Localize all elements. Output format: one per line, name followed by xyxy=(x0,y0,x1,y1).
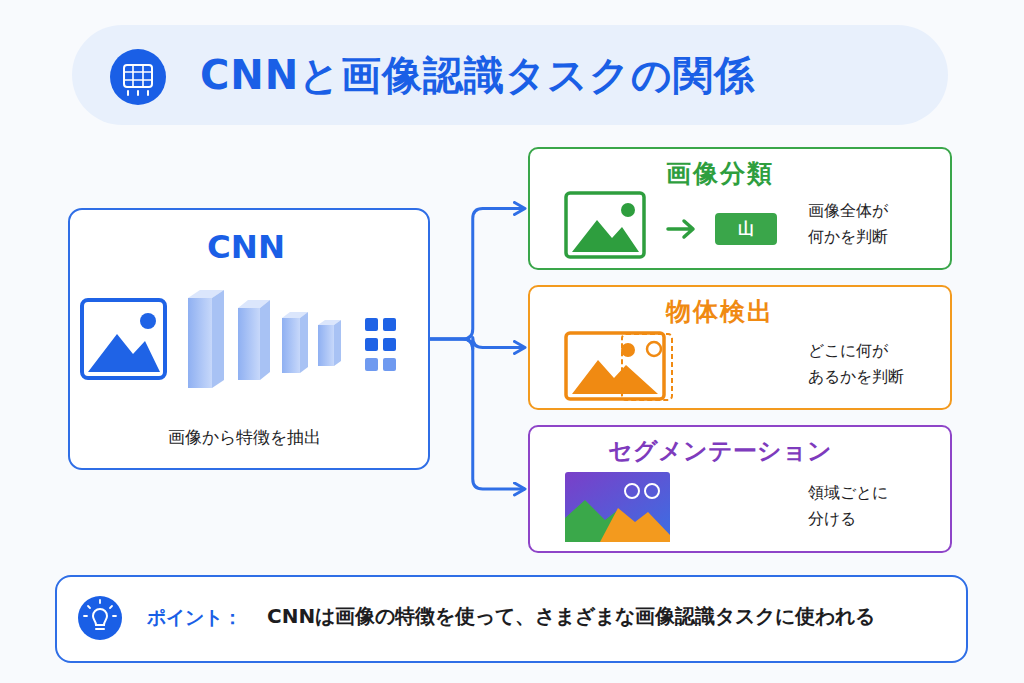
cnn-layers xyxy=(188,290,341,388)
node-text: CNNは画像の特徴を使って、さまざまな画像認識タスクに使われる xyxy=(267,603,875,630)
node-text: 領域ごとに 分ける xyxy=(808,481,938,532)
task-box: 物体検出どこに何が あるかを判断 xyxy=(528,285,952,410)
classification-icon xyxy=(566,193,693,257)
task-box: 画像分類画像全体が 何かを判断 山 xyxy=(528,147,952,270)
branch-arrow xyxy=(430,209,525,340)
segmentation-icon xyxy=(565,472,670,542)
title: CNNと画像認識タスクの関係 xyxy=(200,48,755,102)
node-heading: 山 xyxy=(717,218,775,240)
node-heading: 物体検出 xyxy=(530,295,910,328)
node-heading: ポイント： xyxy=(147,605,242,631)
node-heading: 画像分類 xyxy=(530,157,910,190)
node-text: 画像全体が 何かを判断 xyxy=(808,199,938,250)
node-heading: セグメンテーション xyxy=(530,435,910,467)
point-box: ポイント： CNNは画像の特徴を使って、さまざまな画像認識タスクに使われる xyxy=(55,575,968,663)
node-heading: CNN xyxy=(70,228,422,266)
branch-arrow xyxy=(430,338,525,350)
cnn-box: CNN 画像から特徴を抽出 xyxy=(68,208,430,470)
input-image-icon xyxy=(82,300,165,378)
label-tag: 山 xyxy=(715,213,777,245)
branch-arrow xyxy=(430,339,525,489)
task-box: セグメンテーション領域ごとに 分ける xyxy=(528,425,952,553)
detection-icon xyxy=(566,333,672,400)
node-text: どこに何が あるかを判断 xyxy=(808,339,938,390)
node-text: 画像から特徴を抽出 xyxy=(70,426,418,449)
title-icon xyxy=(110,49,166,105)
bulb-icon xyxy=(78,596,122,640)
feature-grid xyxy=(365,318,396,371)
